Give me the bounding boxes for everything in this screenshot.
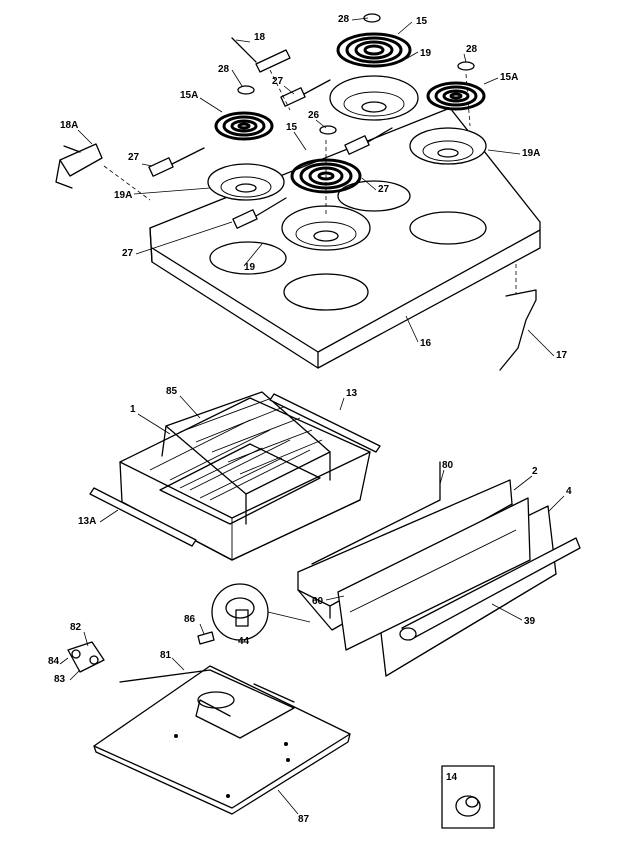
callout-1: 1 xyxy=(130,404,136,415)
callout-27-center: 27 xyxy=(378,184,390,195)
receptacles-27 xyxy=(148,79,393,229)
callout-4: 4 xyxy=(566,486,572,497)
leader-lines xyxy=(59,17,565,815)
callout-19A-right: 19A xyxy=(522,148,540,159)
callout-28-right: 28 xyxy=(466,44,478,55)
callout-87: 87 xyxy=(298,814,310,825)
callout-16: 16 xyxy=(420,338,432,349)
callout-27-top: 27 xyxy=(272,76,284,87)
callout-81: 81 xyxy=(160,650,172,661)
callout-44: 44 xyxy=(238,636,250,647)
rail-13A xyxy=(89,487,197,547)
drip-bowl-19-front xyxy=(281,205,371,251)
drip-bowl-19A-right xyxy=(409,127,487,165)
callout-13: 13 xyxy=(346,388,358,399)
callout-18A: 18A xyxy=(60,120,78,131)
callout-26: 26 xyxy=(308,110,320,121)
surface-element-15A-left xyxy=(214,111,274,141)
callout-60: 60 xyxy=(312,596,324,607)
handle-39 xyxy=(399,537,581,641)
callout-85: 85 xyxy=(166,386,178,397)
drip-bowl-19A-left xyxy=(207,163,285,201)
rod-17 xyxy=(499,264,537,371)
callout-19-lower: 19 xyxy=(244,262,256,273)
callout-13A: 13A xyxy=(78,516,96,527)
callout-27-left: 27 xyxy=(128,152,140,163)
callout-82: 82 xyxy=(70,622,82,633)
callout-19A-left: 19A xyxy=(114,190,132,201)
rail-13 xyxy=(269,393,381,453)
surface-element-15-rear xyxy=(336,32,412,68)
bracket-86 xyxy=(197,631,215,645)
callout-86: 86 xyxy=(184,614,196,625)
drip-bowl-19-rear xyxy=(329,75,419,121)
surface-element-15A-right xyxy=(426,81,486,111)
callout-83: 83 xyxy=(54,674,66,685)
callout-27-lower: 27 xyxy=(122,248,134,259)
oven-liner-1 xyxy=(119,397,371,561)
callout-39: 39 xyxy=(524,616,536,627)
thermostat-82-84 xyxy=(67,641,105,673)
bottom-panel-87 xyxy=(93,665,351,815)
door-frame-60 xyxy=(337,497,531,651)
callout-19: 19 xyxy=(420,48,432,59)
callout-15A-left: 15A xyxy=(180,90,198,101)
callout-15-front: 15 xyxy=(286,122,298,133)
bracket-18 xyxy=(231,37,291,73)
callout-28-left: 28 xyxy=(218,64,230,75)
part-14-inset xyxy=(441,765,495,829)
callout-2: 2 xyxy=(532,466,538,477)
callout-28: 28 xyxy=(338,14,350,25)
callout-18: 18 xyxy=(254,32,266,43)
callout-15A-right: 15A xyxy=(500,72,518,83)
bracket-18A xyxy=(55,143,103,189)
callout-80: 80 xyxy=(442,460,454,471)
bake-element-81 xyxy=(119,669,295,739)
callout-14: 14 xyxy=(446,772,458,783)
oven-rack-85 xyxy=(161,391,331,525)
callout-15: 15 xyxy=(416,16,428,27)
callout-84: 84 xyxy=(48,656,60,667)
callout-17: 17 xyxy=(556,350,568,361)
trim-rings-28 xyxy=(237,13,475,135)
knob-detail-44 xyxy=(211,583,310,640)
